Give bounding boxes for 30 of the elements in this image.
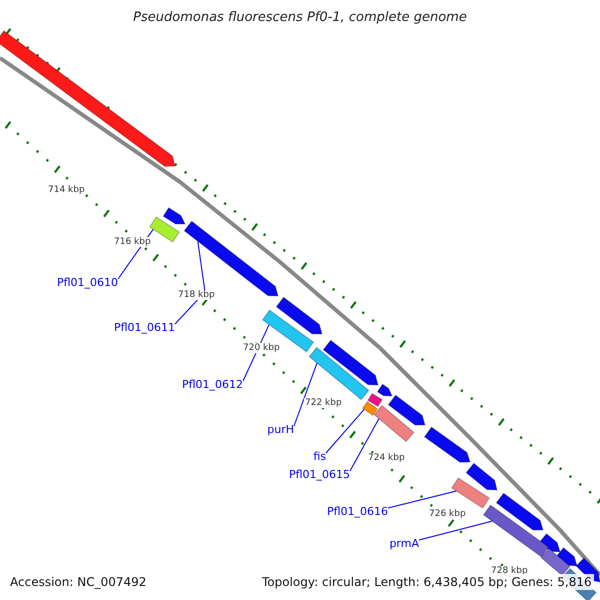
leader-line (350, 418, 380, 472)
leader-line (294, 362, 318, 426)
gene-feature (373, 404, 415, 442)
title: Pseudomonas fluorescens Pf0-1, complete genome (132, 10, 468, 25)
gene-label: purH (267, 423, 294, 436)
footer-text: Topology: circular; Length: 6,438,405 bp; Genes: 5,816 (260, 574, 594, 590)
gene-label: Pfl01_0612 (182, 378, 243, 391)
tick-label: 724 kbp (367, 453, 406, 463)
gene-feature (362, 401, 378, 416)
leader-line (388, 490, 457, 508)
leader-line (418, 520, 493, 540)
tick-label: 722 kbp (304, 398, 343, 408)
tick-label: 720 kbp (242, 343, 281, 353)
tick-label: 716 kbp (113, 237, 152, 247)
gene-feature (262, 309, 314, 353)
gene-feature (149, 216, 180, 243)
gene-label: prmA (389, 537, 419, 550)
gene-feature (482, 504, 550, 558)
gene-label: Pfl01_0610 (56, 276, 118, 289)
leader-line (174, 240, 206, 324)
gene-feature (451, 477, 490, 509)
tick-label: 714 kbp (47, 185, 86, 195)
leader-line (326, 408, 365, 454)
gene-label: Pfl01_0615 (288, 468, 350, 481)
footer-text: Accession: NC_007492 (8, 574, 148, 590)
gene-label: Pfl01_0611 (114, 321, 175, 334)
gene-label: Pfl01_0616 (326, 505, 388, 518)
tick-label: 726 kbp (428, 509, 467, 519)
tick-label: 718 kbp (177, 290, 216, 300)
gene-label: fis (313, 450, 326, 463)
